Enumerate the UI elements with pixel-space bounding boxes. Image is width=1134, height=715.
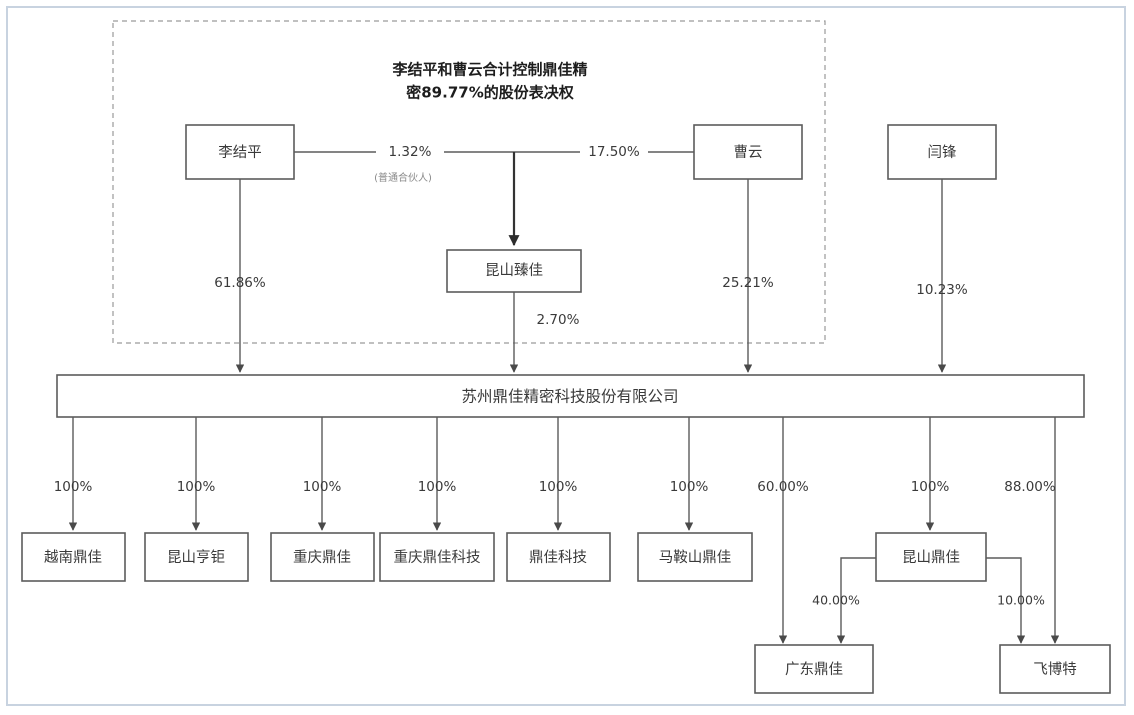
pct-caoyun-to-company: 25.21% — [722, 275, 774, 291]
subsidiary-box-chongqingdingjia[interactable] — [270, 532, 375, 582]
pct-guangdongdingjia-direct: 60.00% — [757, 479, 809, 495]
control-group-dashed-boundary — [112, 20, 826, 344]
pct-yuenandingjia: 100% — [54, 479, 93, 495]
outer-frame — [6, 6, 1126, 706]
main-company-box[interactable] — [56, 374, 1085, 418]
pct-feibote-direct: 88.00% — [1004, 479, 1056, 495]
shareholder-label-lijieping: 李结平 — [218, 144, 262, 161]
shareholder-box-lijieping[interactable] — [185, 124, 295, 180]
shareholder-label-yanfeng: 闫锋 — [928, 144, 957, 161]
subsidiary-box-kunshanhengju[interactable] — [144, 532, 249, 582]
subsidiary-label-kunshanhengju: 昆山亨钜 — [167, 549, 225, 566]
connector-kunshandingjia-left-branch — [840, 557, 876, 601]
partnership-box-kunshanzhenjia[interactable] — [446, 249, 582, 293]
subsidiary-box-yuenandingjia[interactable] — [21, 532, 126, 582]
connector-kunshandingjia-right-branch — [986, 557, 1022, 601]
subsidiary-label-kunshandingjia: 昆山鼎佳 — [902, 549, 960, 566]
shareholder-label-caoyun: 曹云 — [734, 144, 763, 161]
pct-chongqingdingjia: 100% — [303, 479, 342, 495]
pct-partnership-to-company: 2.70% — [537, 312, 580, 328]
subsidiary-label-chongqingdingjiakeji: 重庆鼎佳科技 — [394, 549, 481, 566]
partnership-label-kunshanzhenjia: 昆山臻佳 — [485, 262, 543, 279]
subsubsidiary-box-feibote[interactable] — [999, 644, 1111, 694]
pct-yanfeng-to-company: 10.23% — [916, 282, 968, 298]
pct-kunshanhengju: 100% — [177, 479, 216, 495]
pct-kunshandingjia: 100% — [911, 479, 950, 495]
subsidiary-box-kunshandingjia[interactable] — [875, 532, 987, 582]
subsidiary-box-dingjiakeji[interactable] — [506, 532, 611, 582]
subsidiary-box-chongqingdingjiakeji[interactable] — [379, 532, 495, 582]
pct-maanshandingjia: 100% — [670, 479, 709, 495]
subsidiary-label-chongqingdingjia: 重庆鼎佳 — [293, 549, 351, 566]
control-note-line2: 密89.77%的股份表决权 — [406, 84, 574, 102]
pct-dingjiakeji: 100% — [539, 479, 578, 495]
subsubsidiary-label-feibote: 飞博特 — [1033, 661, 1077, 678]
main-company-label: 苏州鼎佳精密科技股份有限公司 — [461, 388, 678, 406]
pct-chongqingdingjiakeji: 100% — [418, 479, 457, 495]
subsidiary-box-maanshandingjia[interactable] — [637, 532, 753, 582]
subsidiary-label-maanshandingjia: 马鞍山鼎佳 — [659, 549, 732, 566]
control-note-line1: 李结平和曹云合计控制鼎佳精 — [391, 61, 587, 79]
subsubsidiary-label-guangdongdingjia: 广东鼎佳 — [785, 661, 843, 678]
pct-kunshandingjia-to-feibote: 10.00% — [997, 593, 1045, 608]
subsubsidiary-box-guangdongdingjia[interactable] — [754, 644, 874, 694]
pct-lijieping-to-company: 61.86% — [214, 275, 266, 291]
pct-lijieping-to-partnership: 1.32% — [389, 144, 432, 160]
pct-caoyun-to-partnership: 17.50% — [588, 144, 640, 160]
pct-kunshandingjia-to-guangdongdingjia: 40.00% — [812, 593, 860, 608]
subsidiary-label-dingjiakeji: 鼎佳科技 — [529, 549, 587, 566]
subsidiary-label-yuenandingjia: 越南鼎佳 — [44, 549, 102, 566]
general-partner-note: (普通合伙人) — [374, 171, 432, 184]
